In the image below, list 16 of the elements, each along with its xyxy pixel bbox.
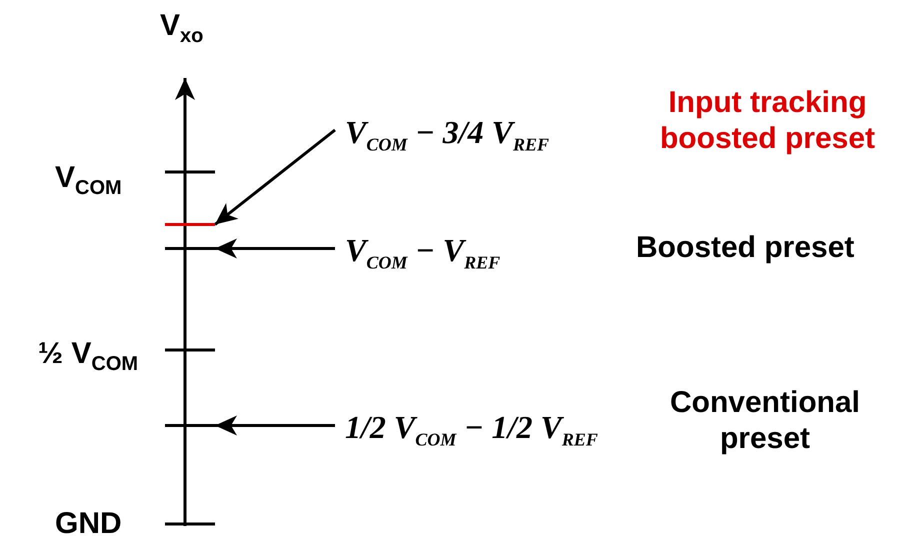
tick-mark (165, 424, 215, 427)
arrow (215, 238, 335, 258)
arrow (214, 128, 336, 226)
tick-mark (165, 247, 215, 250)
arrow (215, 416, 335, 436)
preset-label: Boosted preset (636, 230, 854, 266)
axis-label: V$_{xo}$ (160, 8, 204, 49)
formula-label: V$_{COM}$ − V$_{REF}$ (345, 230, 500, 282)
formula-label: V$_{COM}$ − 3/4 V$_{REF}$ (345, 112, 550, 164)
formula-label: 1/2 V$_{COM}$ − 1/2 V$_{REF}$ (345, 407, 598, 460)
preset-label: Conventional preset (668, 385, 861, 457)
tick-label: GND (55, 506, 122, 542)
tick-label: V$_{COM}$ (55, 160, 122, 201)
preset-label: Input tracking boosted preset (658, 85, 876, 157)
tick-mark (165, 223, 215, 226)
tick-label: ½ V$_{COM}$ (38, 336, 138, 377)
